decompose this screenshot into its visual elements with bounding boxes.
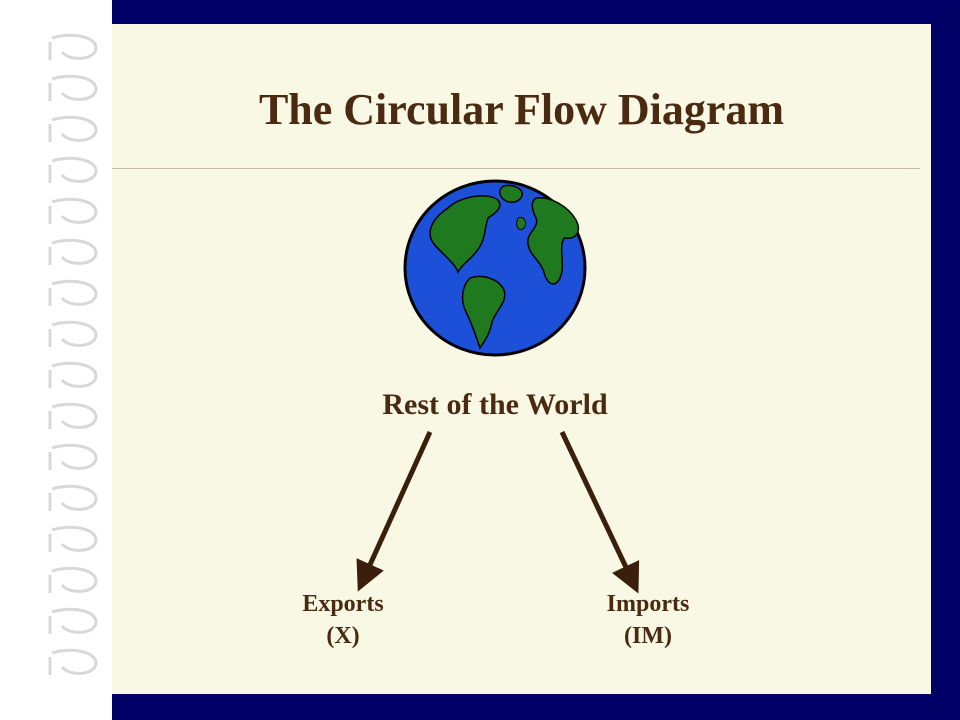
imports-name: Imports xyxy=(606,591,690,617)
binding-ring xyxy=(51,648,98,675)
binding-ring xyxy=(51,74,98,101)
exports-symbol: (X) xyxy=(326,623,360,649)
binding-ring xyxy=(51,525,98,552)
binding-ring xyxy=(51,566,98,593)
notebook-binding xyxy=(48,33,98,675)
page-title: The Circular Flow Diagram xyxy=(258,85,785,134)
globe-icon xyxy=(403,179,587,357)
rest-of-world-label: Rest of the World xyxy=(382,388,608,421)
exports-name: Exports xyxy=(302,591,384,617)
binding-ring xyxy=(51,33,98,60)
binding-ring xyxy=(51,443,98,470)
binding-ring xyxy=(51,484,98,511)
imports-symbol: (IM) xyxy=(624,623,672,649)
binding-ring xyxy=(51,197,98,224)
binding-ring xyxy=(51,361,98,388)
binding-ring xyxy=(51,156,98,183)
imports-label: Imports (IM) xyxy=(548,588,748,652)
title-divider xyxy=(112,168,920,169)
slide-background xyxy=(112,24,931,694)
binding-ring xyxy=(51,320,98,347)
binding-ring xyxy=(51,279,98,306)
exports-label: Exports (X) xyxy=(243,588,443,652)
binding-ring xyxy=(51,402,98,429)
binding-ring xyxy=(51,607,98,634)
binding-ring xyxy=(51,238,98,265)
binding-ring xyxy=(51,115,98,142)
